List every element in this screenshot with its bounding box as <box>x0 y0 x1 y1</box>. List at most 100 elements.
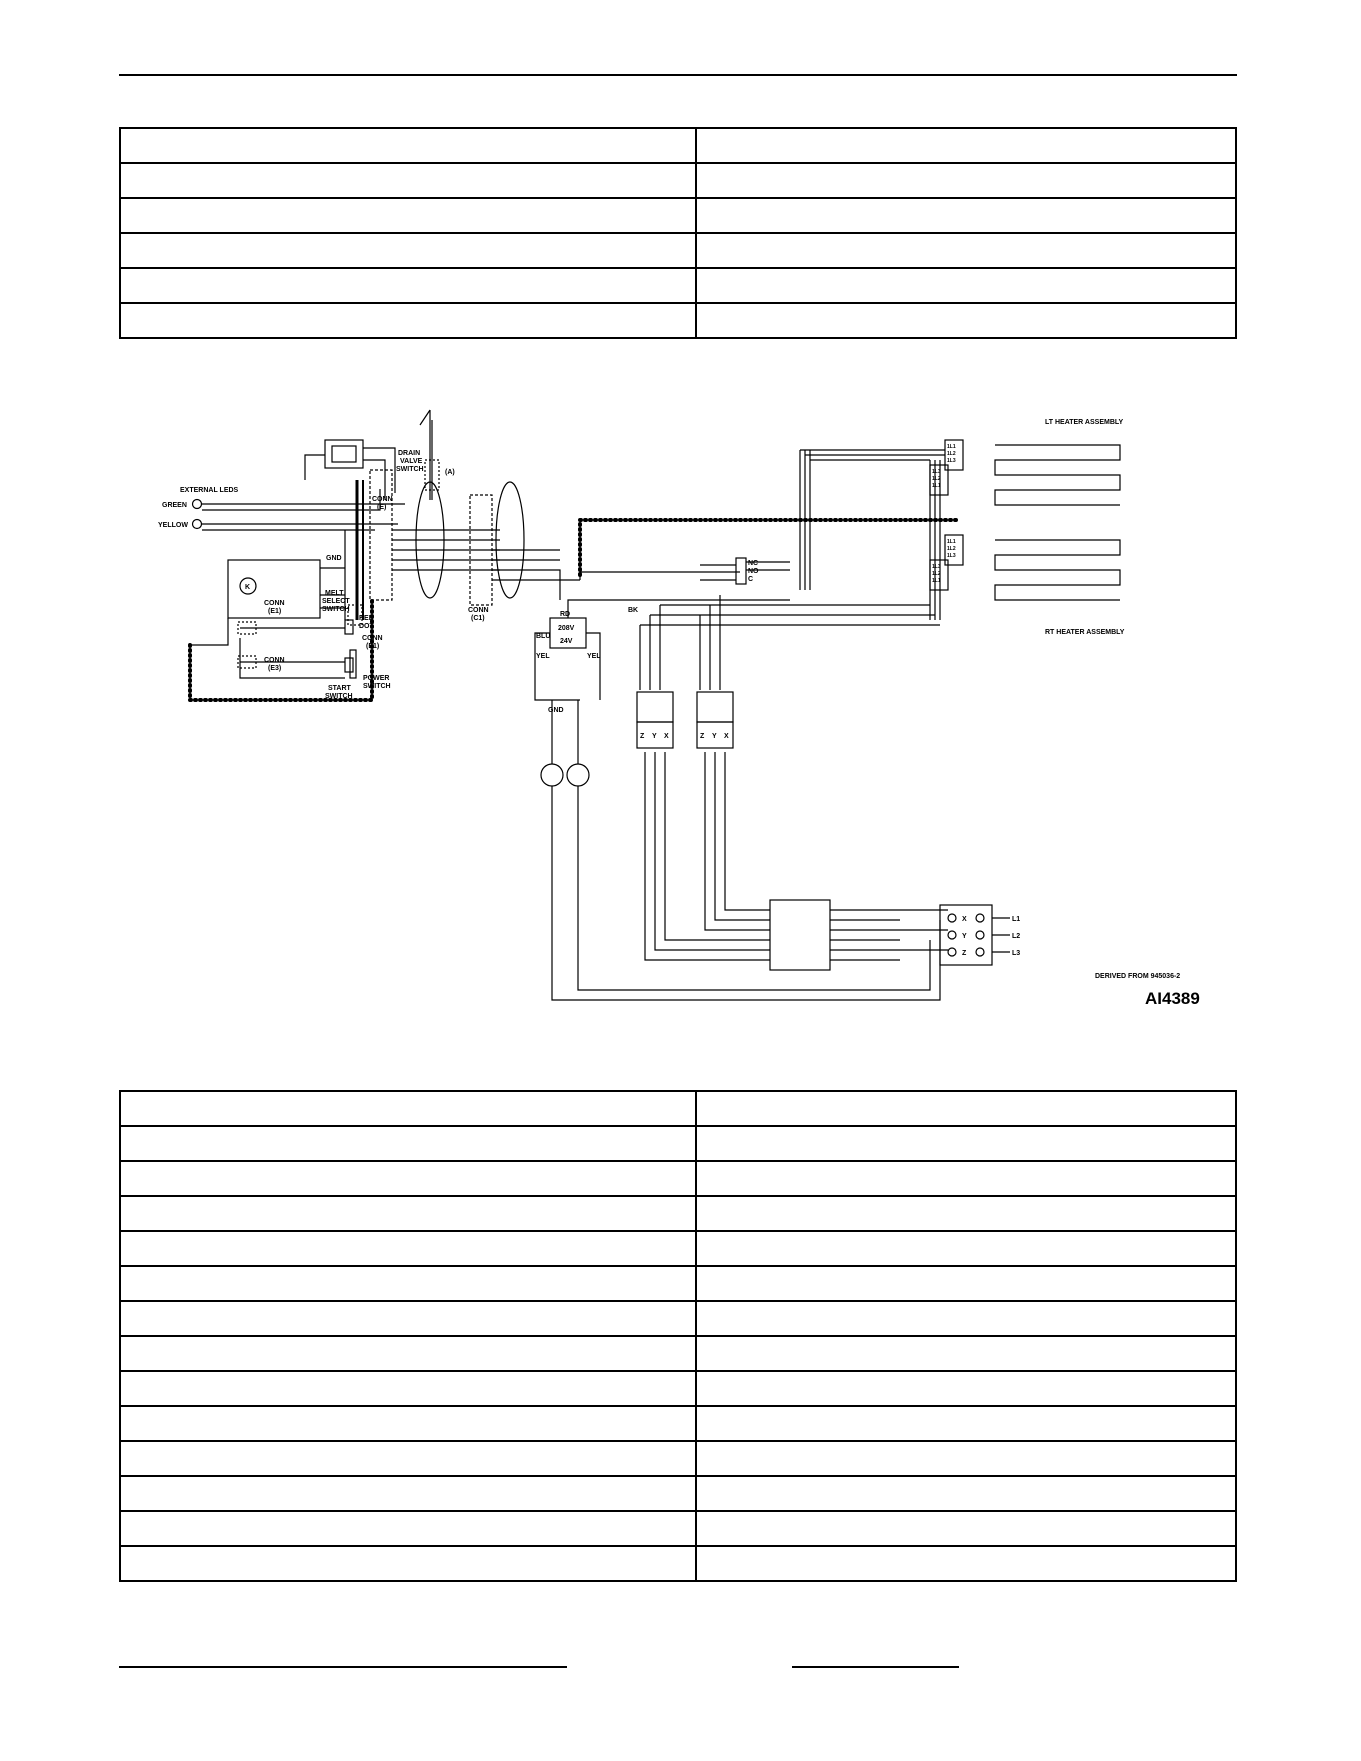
rt-pin: 1L1 <box>947 539 956 545</box>
zyx2-y: Y <box>712 733 717 740</box>
table-row <box>119 1090 1237 1127</box>
table-row <box>119 1300 1237 1337</box>
lt-pin: 1L2 <box>947 451 956 457</box>
power-switch-label-1: POWER <box>363 675 389 682</box>
table-row <box>119 1335 1237 1372</box>
table-row <box>119 267 1237 304</box>
top-table <box>119 127 1237 339</box>
line-l3: L3 <box>1012 950 1020 957</box>
conn-c1-label-2: (C1) <box>471 615 485 622</box>
k-label: K <box>245 584 250 591</box>
conn-c1-label-1: CONN <box>468 607 489 614</box>
table-row <box>119 232 1237 269</box>
conn-e3-label: CONN <box>264 657 285 664</box>
rt-pin: 1L2 <box>947 546 956 552</box>
pilot-light-right-icon <box>566 763 590 787</box>
derived-from-label: DERIVED FROM 945036-2 <box>1095 973 1180 980</box>
rt-pin: 1L3 <box>932 564 941 570</box>
red-dot-label-1: RED <box>359 615 374 622</box>
zyx1-y: Y <box>652 733 657 740</box>
pilot-light-left-icon <box>540 763 564 787</box>
footer-rule-left <box>119 1666 567 1668</box>
table-row <box>119 1440 1237 1477</box>
power-switch-label-2: SWITCH <box>363 683 391 690</box>
rt-pin: 1L1 <box>932 578 941 584</box>
melt-select-label-1: MELT <box>325 590 344 597</box>
rt-heater-label: RT HEATER ASSEMBLY <box>1045 629 1125 636</box>
zyx1-x: X <box>664 733 669 740</box>
yel-right-label: YEL <box>587 653 601 660</box>
lt-heater-element <box>994 444 1121 506</box>
terminal-x: X <box>962 916 967 923</box>
blu-label: BLU <box>536 633 550 640</box>
v24-label: 24V <box>560 638 573 645</box>
table-row <box>119 127 1237 164</box>
table-row <box>119 1230 1237 1267</box>
zyx2-z: Z <box>700 733 705 740</box>
zyx1-z: Z <box>640 733 645 740</box>
table-row <box>119 1160 1237 1197</box>
yellow-label: YELLOW <box>158 522 188 529</box>
contactor-right <box>696 691 734 723</box>
wiring-diagram: EXTERNAL LEDS GREEN YELLOW K GND CONN (E… <box>158 409 1200 1008</box>
conn-e1-left-sub: (E1) <box>268 608 281 615</box>
lt-pin: 1L1 <box>932 483 941 489</box>
table-row <box>119 1370 1237 1407</box>
line-l1: L1 <box>1012 916 1020 923</box>
yel-left-label: YEL <box>536 653 550 660</box>
lt-pin: 1L2 <box>932 476 941 482</box>
melt-select-label-2: SELECT <box>322 598 350 605</box>
rt-heater-element <box>994 539 1121 601</box>
table-row <box>119 162 1237 199</box>
nc-label: NC <box>748 560 758 567</box>
rt-pin: 1L2 <box>932 571 941 577</box>
conn-e-label-1: CONN <box>372 496 393 503</box>
conn-e1-mid-label: CONN <box>362 635 383 642</box>
lt-pin: 1L1 <box>947 444 956 450</box>
bottom-table <box>119 1090 1237 1582</box>
table-row <box>119 302 1237 339</box>
drain-a-label: (A) <box>445 469 455 476</box>
start-label-1: START <box>328 685 352 692</box>
relay-k-icon <box>239 577 257 595</box>
controller-board <box>227 559 321 619</box>
circuit-breaker <box>769 899 831 971</box>
yellow-led-icon <box>191 518 203 530</box>
red-dot-label-2: DOT <box>359 623 375 630</box>
footer-rule-right <box>792 1666 959 1668</box>
terminal-y: Y <box>962 933 967 940</box>
conn-e3-sub: (E3) <box>268 665 281 672</box>
header-rule <box>119 74 1237 76</box>
bk-label: BK <box>628 607 638 614</box>
rt-pin: 1L3 <box>947 553 956 559</box>
table-row <box>119 1265 1237 1302</box>
lt-heater-label: LT HEATER ASSEMBLY <box>1045 419 1124 426</box>
zyx2-x: X <box>724 733 729 740</box>
gnd2-label: GND <box>548 707 564 714</box>
table-row <box>119 1405 1237 1442</box>
drain-label-2: VALVE <box>400 458 423 465</box>
conn-e1-mid-sub: (E1) <box>366 643 379 650</box>
table-row <box>119 197 1237 234</box>
melt-select-label-3: SWITCH <box>322 606 350 613</box>
no-label: NO <box>748 568 759 575</box>
line-l2: L2 <box>1012 933 1020 940</box>
lt-pin: 1L3 <box>947 458 956 464</box>
green-led-icon <box>191 498 203 510</box>
start-label-2: SWITCH <box>325 693 353 700</box>
gnd-label: GND <box>326 555 342 562</box>
table-row <box>119 1545 1237 1582</box>
drain-label-1: DRAIN <box>398 450 420 457</box>
table-row <box>119 1195 1237 1232</box>
terminal-z: Z <box>962 950 967 957</box>
table-row <box>119 1510 1237 1547</box>
table-row <box>119 1125 1237 1162</box>
table-row <box>119 1475 1237 1512</box>
v208-label: 208V <box>558 625 575 632</box>
contactor-left <box>636 691 674 723</box>
conn-e1-left-label: CONN <box>264 600 285 607</box>
drawing-id: AI4389 <box>1145 989 1200 1008</box>
rd-label: RD <box>560 611 570 618</box>
c-label: C <box>748 576 753 583</box>
green-label: GREEN <box>162 502 187 509</box>
